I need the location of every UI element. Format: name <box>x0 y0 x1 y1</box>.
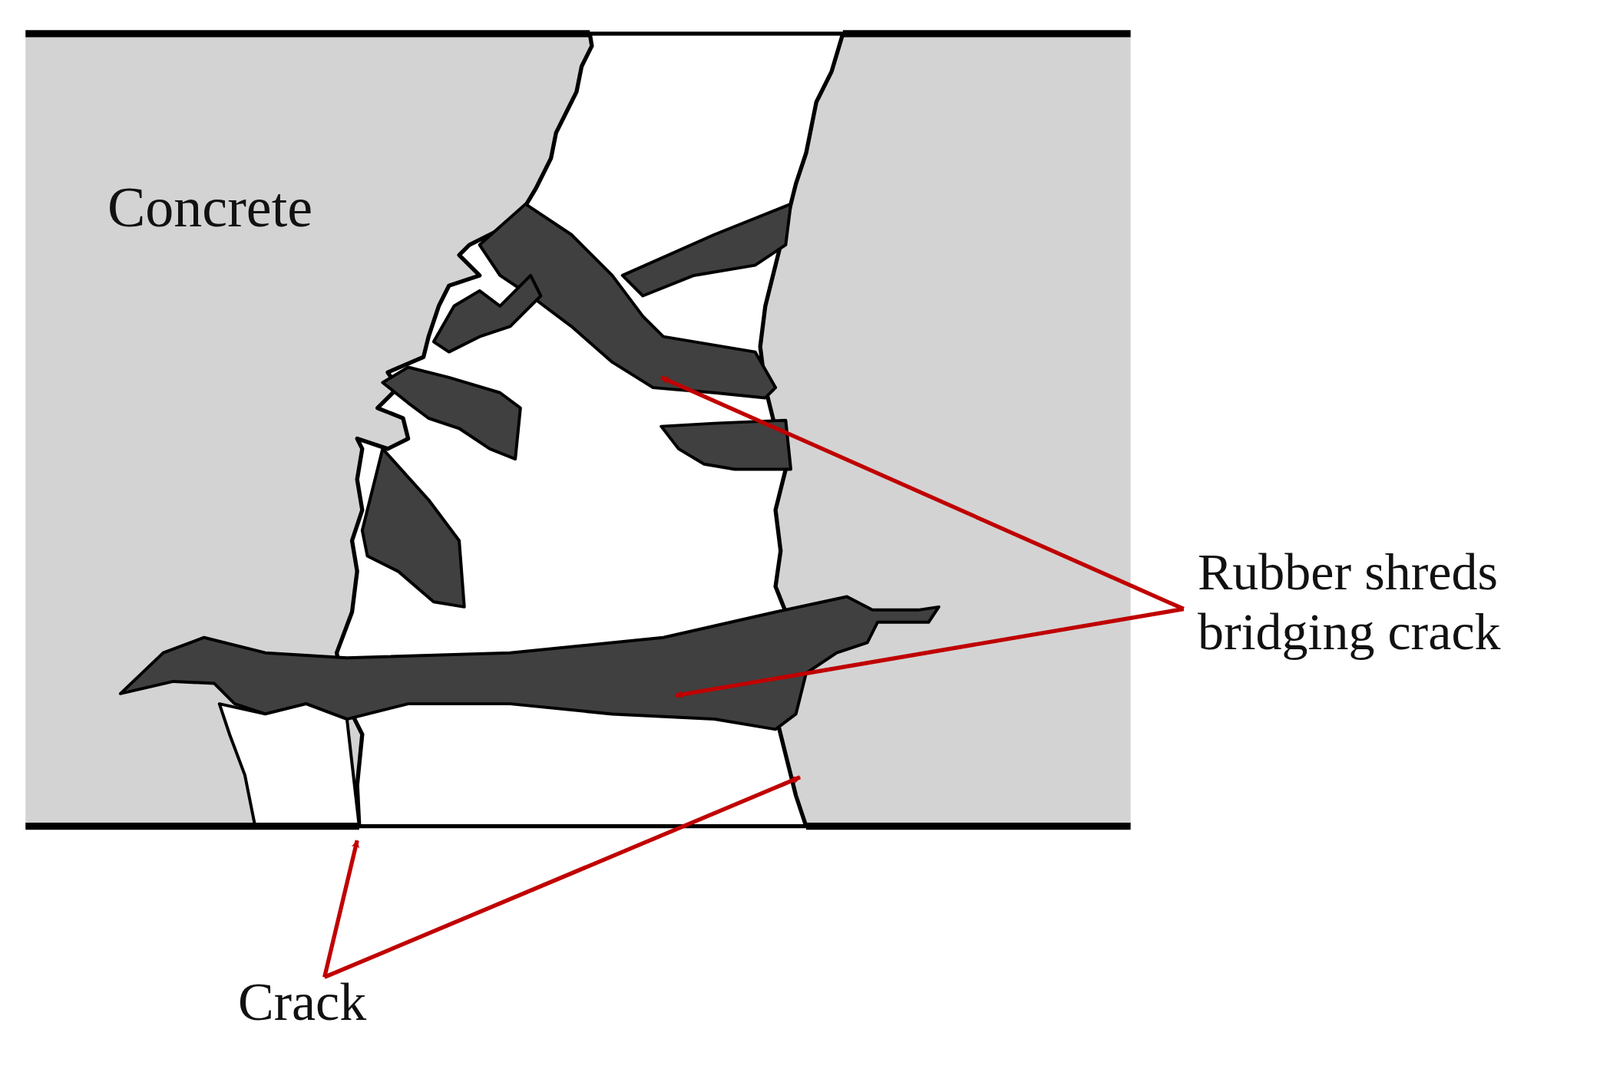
callout-label: Crack <box>238 971 469 1035</box>
concrete-edges <box>25 33 1131 827</box>
rubber-shreds <box>120 204 939 730</box>
leader-lines <box>324 377 1184 979</box>
crack-cavity <box>219 704 360 827</box>
callout-label: Rubber shreds bridging crack <box>1197 542 1582 662</box>
material-label: Concrete <box>107 175 507 241</box>
concrete-block <box>25 33 1131 827</box>
